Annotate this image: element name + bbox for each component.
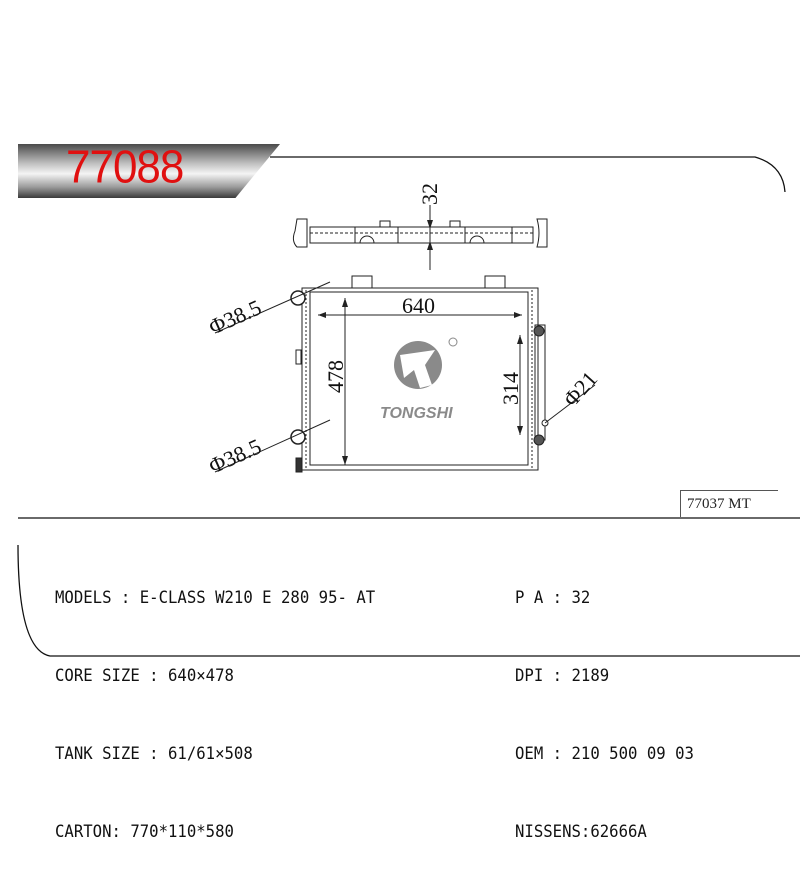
radiator-drawing: 32 640 478 314 Φ38.5 Φ38.5 Φ21 TONGSHI [17, 156, 800, 657]
frame-bottom-line [17, 544, 800, 657]
spec-core-size: CORE SIZE : 640×478 [55, 666, 234, 686]
specs-right: P A : 32 DPI : 2189 OEM : 210 500 09 03 … [515, 533, 694, 871]
part-number-banner [18, 144, 280, 198]
dim-small-port: Φ21 [558, 366, 602, 411]
spec-nissens: NISSENS:62666A [515, 822, 647, 842]
reference-number: 77037 MT [680, 490, 778, 517]
part-number: 77088 [66, 141, 184, 194]
spec-oem: OEM : 210 500 09 03 [515, 744, 694, 764]
spec-carton: CARTON: 770*110*580 [55, 822, 234, 842]
logo-text: TONGSHI [380, 405, 453, 422]
frame-top-line [270, 156, 786, 193]
top-tank-view [292, 218, 548, 248]
dim-inlet-bottom: Φ38.5 [205, 434, 265, 479]
spec-dpi: DPI : 2189 [515, 666, 610, 686]
dim-core-height: 478 [323, 360, 348, 393]
inlet-bottom [290, 429, 306, 445]
dim-tank-height: 32 [417, 183, 442, 205]
spec-models: MODELS : E-CLASS W210 E 280 95- AT [55, 588, 376, 608]
dim-outlet-spacing: 314 [498, 372, 523, 405]
spec-pa: P A : 32 [515, 588, 591, 608]
port-top-right [533, 325, 545, 337]
spec-tank-size: TANK SIZE : 61/61×508 [55, 744, 253, 764]
radiator-front-view [295, 275, 546, 473]
dim-core-width: 640 [402, 293, 435, 318]
specs-left: MODELS : E-CLASS W210 E 280 95- AT CORE … [55, 533, 375, 871]
port-bottom-right [533, 434, 545, 446]
dim-inlet-top: Φ38.5 [205, 295, 265, 340]
tongshi-logo-icon [394, 337, 458, 389]
